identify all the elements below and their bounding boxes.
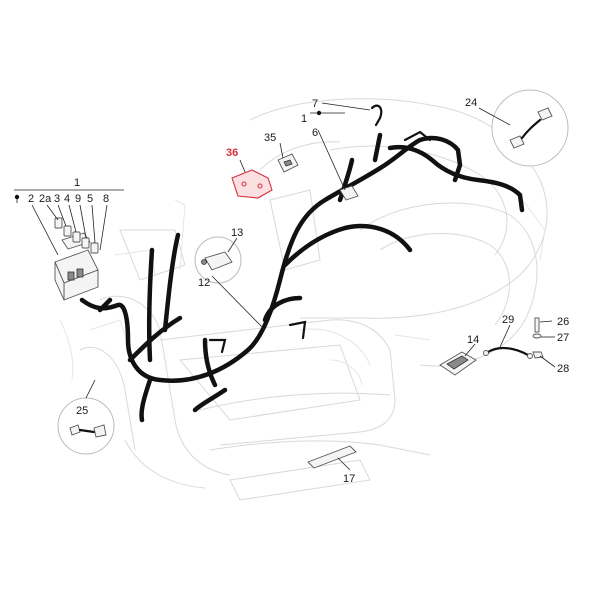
- label-14: 14: [467, 334, 479, 346]
- label-7: 7: [312, 98, 318, 110]
- main-wiring-harness: [79, 130, 525, 423]
- part-17-strip: [307, 445, 357, 469]
- label-3: 3: [54, 193, 60, 205]
- label-12: 12: [198, 277, 210, 289]
- part-35: [277, 153, 299, 173]
- part-24-detail: [491, 89, 569, 167]
- scooter-body-outline: [59, 98, 548, 501]
- part-25-detail: [57, 397, 115, 455]
- label-2a: 2a: [39, 193, 52, 205]
- part-7-cable: [370, 104, 383, 127]
- part-labels: 1 2 2a 3 4 9 5 8 7 1 6 35 36 24 13 12 25…: [28, 97, 569, 485]
- label-35: 35: [264, 132, 276, 144]
- label-25: 25: [76, 405, 88, 417]
- label-9: 9: [75, 193, 81, 205]
- label-8: 8: [103, 193, 109, 205]
- label-2: 2: [28, 193, 34, 205]
- label-27: 27: [557, 332, 569, 344]
- label-28: 28: [557, 363, 569, 375]
- part-14-pad: [439, 351, 477, 376]
- label-17: 17: [343, 473, 355, 485]
- fuse-set: [54, 217, 99, 254]
- leader-lines: [14, 102, 556, 471]
- label-6: 6: [312, 127, 318, 139]
- label-5: 5: [87, 193, 93, 205]
- part-26-bolt: [534, 317, 540, 333]
- bracket-12-13: [194, 236, 242, 284]
- label-1-top: 1: [74, 177, 80, 189]
- part-36-highlighted: [231, 169, 273, 199]
- label-4: 4: [64, 193, 70, 205]
- label-1-mid: 1: [301, 113, 307, 125]
- label-24: 24: [465, 97, 477, 109]
- bullet-markers: [14, 110, 322, 200]
- label-36: 36: [226, 147, 238, 159]
- label-26: 26: [557, 316, 569, 328]
- label-29: 29: [502, 314, 514, 326]
- part-29-cable: [483, 346, 533, 359]
- part-27-washer: [532, 333, 542, 339]
- label-13: 13: [231, 227, 243, 239]
